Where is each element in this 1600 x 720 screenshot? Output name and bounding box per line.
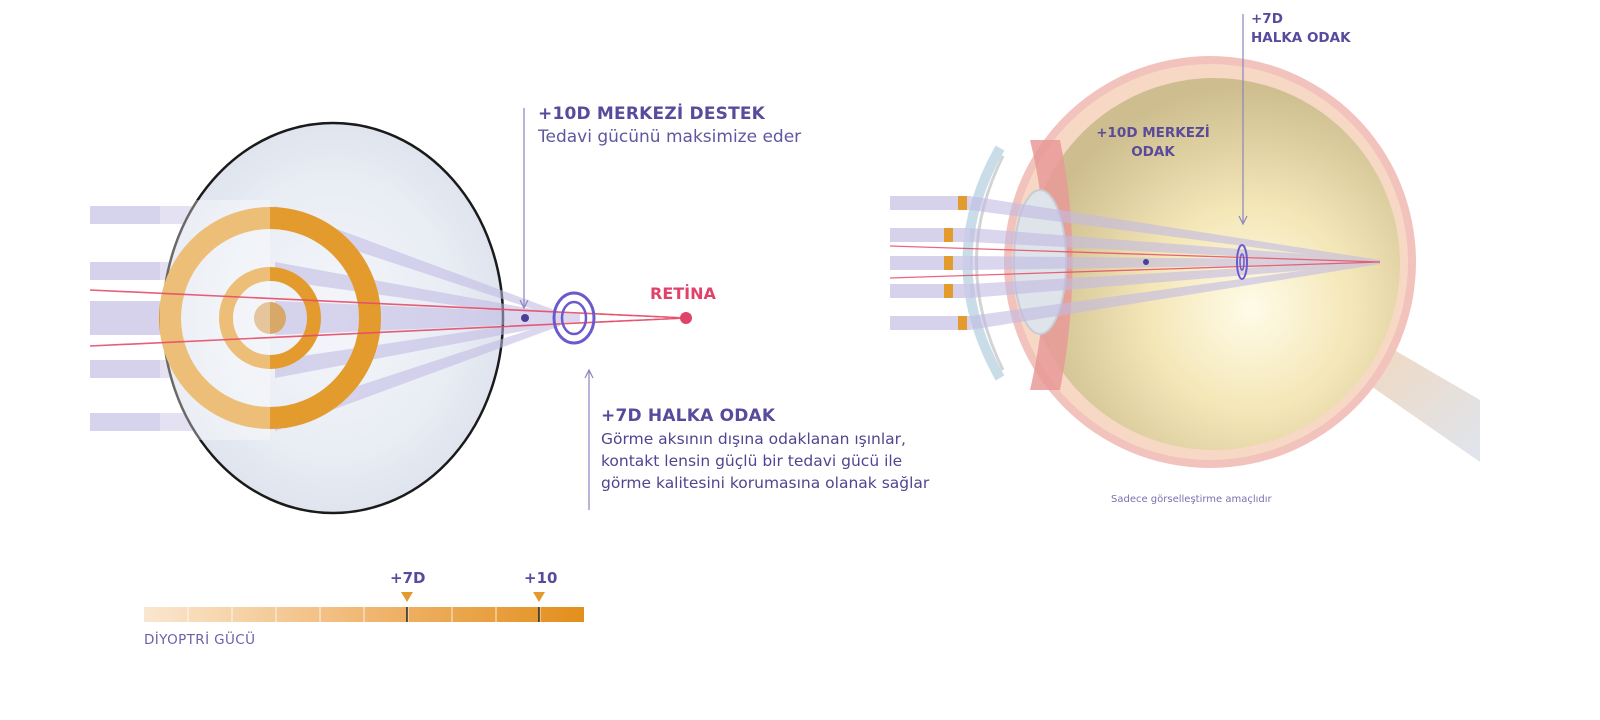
eye-callout-arrow	[1238, 14, 1248, 226]
scale-marker-label-7d: +7D	[390, 569, 426, 587]
eye-central-focus	[1143, 259, 1149, 265]
marker-triangle-10	[533, 592, 545, 602]
eye-ring-focus-label: +7D HALKA ODAK	[1251, 10, 1351, 48]
central-focus-point	[521, 314, 529, 322]
eye-converging-beams	[970, 196, 1380, 330]
eye-central-focus-label-line-1: +10D MERKEZİ	[1096, 125, 1210, 141]
callout-arrow-central	[519, 108, 529, 310]
eye-central-focus-label: +10D MERKEZİ ODAK	[1088, 124, 1218, 162]
treatment-zone-rings	[159, 207, 381, 429]
ring-focus-marker	[552, 291, 596, 345]
eye-ring-focus-label-line-2: HALKA ODAK	[1251, 30, 1351, 46]
scale-marker-label-10: +10	[524, 569, 558, 587]
converging-light-beams	[275, 206, 580, 431]
central-support-desc: Tedavi gücünü maksimize eder	[538, 127, 802, 147]
ring-focus-title: +7D HALKA ODAK	[601, 406, 776, 426]
ring-focus-desc-line-1: Görme aksının dışına odaklanan ışınlar,	[601, 430, 906, 448]
retina-point	[680, 312, 692, 324]
eye-incoming-beams	[890, 196, 970, 330]
eye-ring-focus-label-line-1: +7D	[1251, 11, 1283, 27]
eye-central-focus-label-line-2: ODAK	[1131, 144, 1175, 160]
marker-triangle-7d	[401, 592, 413, 602]
retina-label: RETİNA	[650, 284, 716, 303]
ring-focus-desc-line-3: görme kalitesini korumasına olanak sağla…	[601, 474, 930, 492]
central-support-title: +10D MERKEZİ DESTEK	[538, 104, 766, 124]
eye-red-rays	[889, 245, 1381, 279]
callout-arrow-ring	[584, 368, 594, 510]
ring-focus-desc: Görme aksının dışına odaklanan ışınlar, …	[601, 428, 929, 494]
ring-focus-desc-line-2: kontakt lensin güçlü bir tedavi gücü ile	[601, 452, 903, 470]
diopter-scale-label: DİYOPTRİ GÜCÜ	[144, 632, 256, 648]
diopter-scale	[144, 592, 584, 622]
eye-ring-focus	[1236, 244, 1248, 280]
eye-cross-section	[962, 56, 1480, 468]
eye-lens-rings	[944, 196, 967, 330]
lens-shading	[160, 200, 270, 440]
visualization-note: Sadece görselleştirme amaçlıdır	[1111, 494, 1272, 505]
